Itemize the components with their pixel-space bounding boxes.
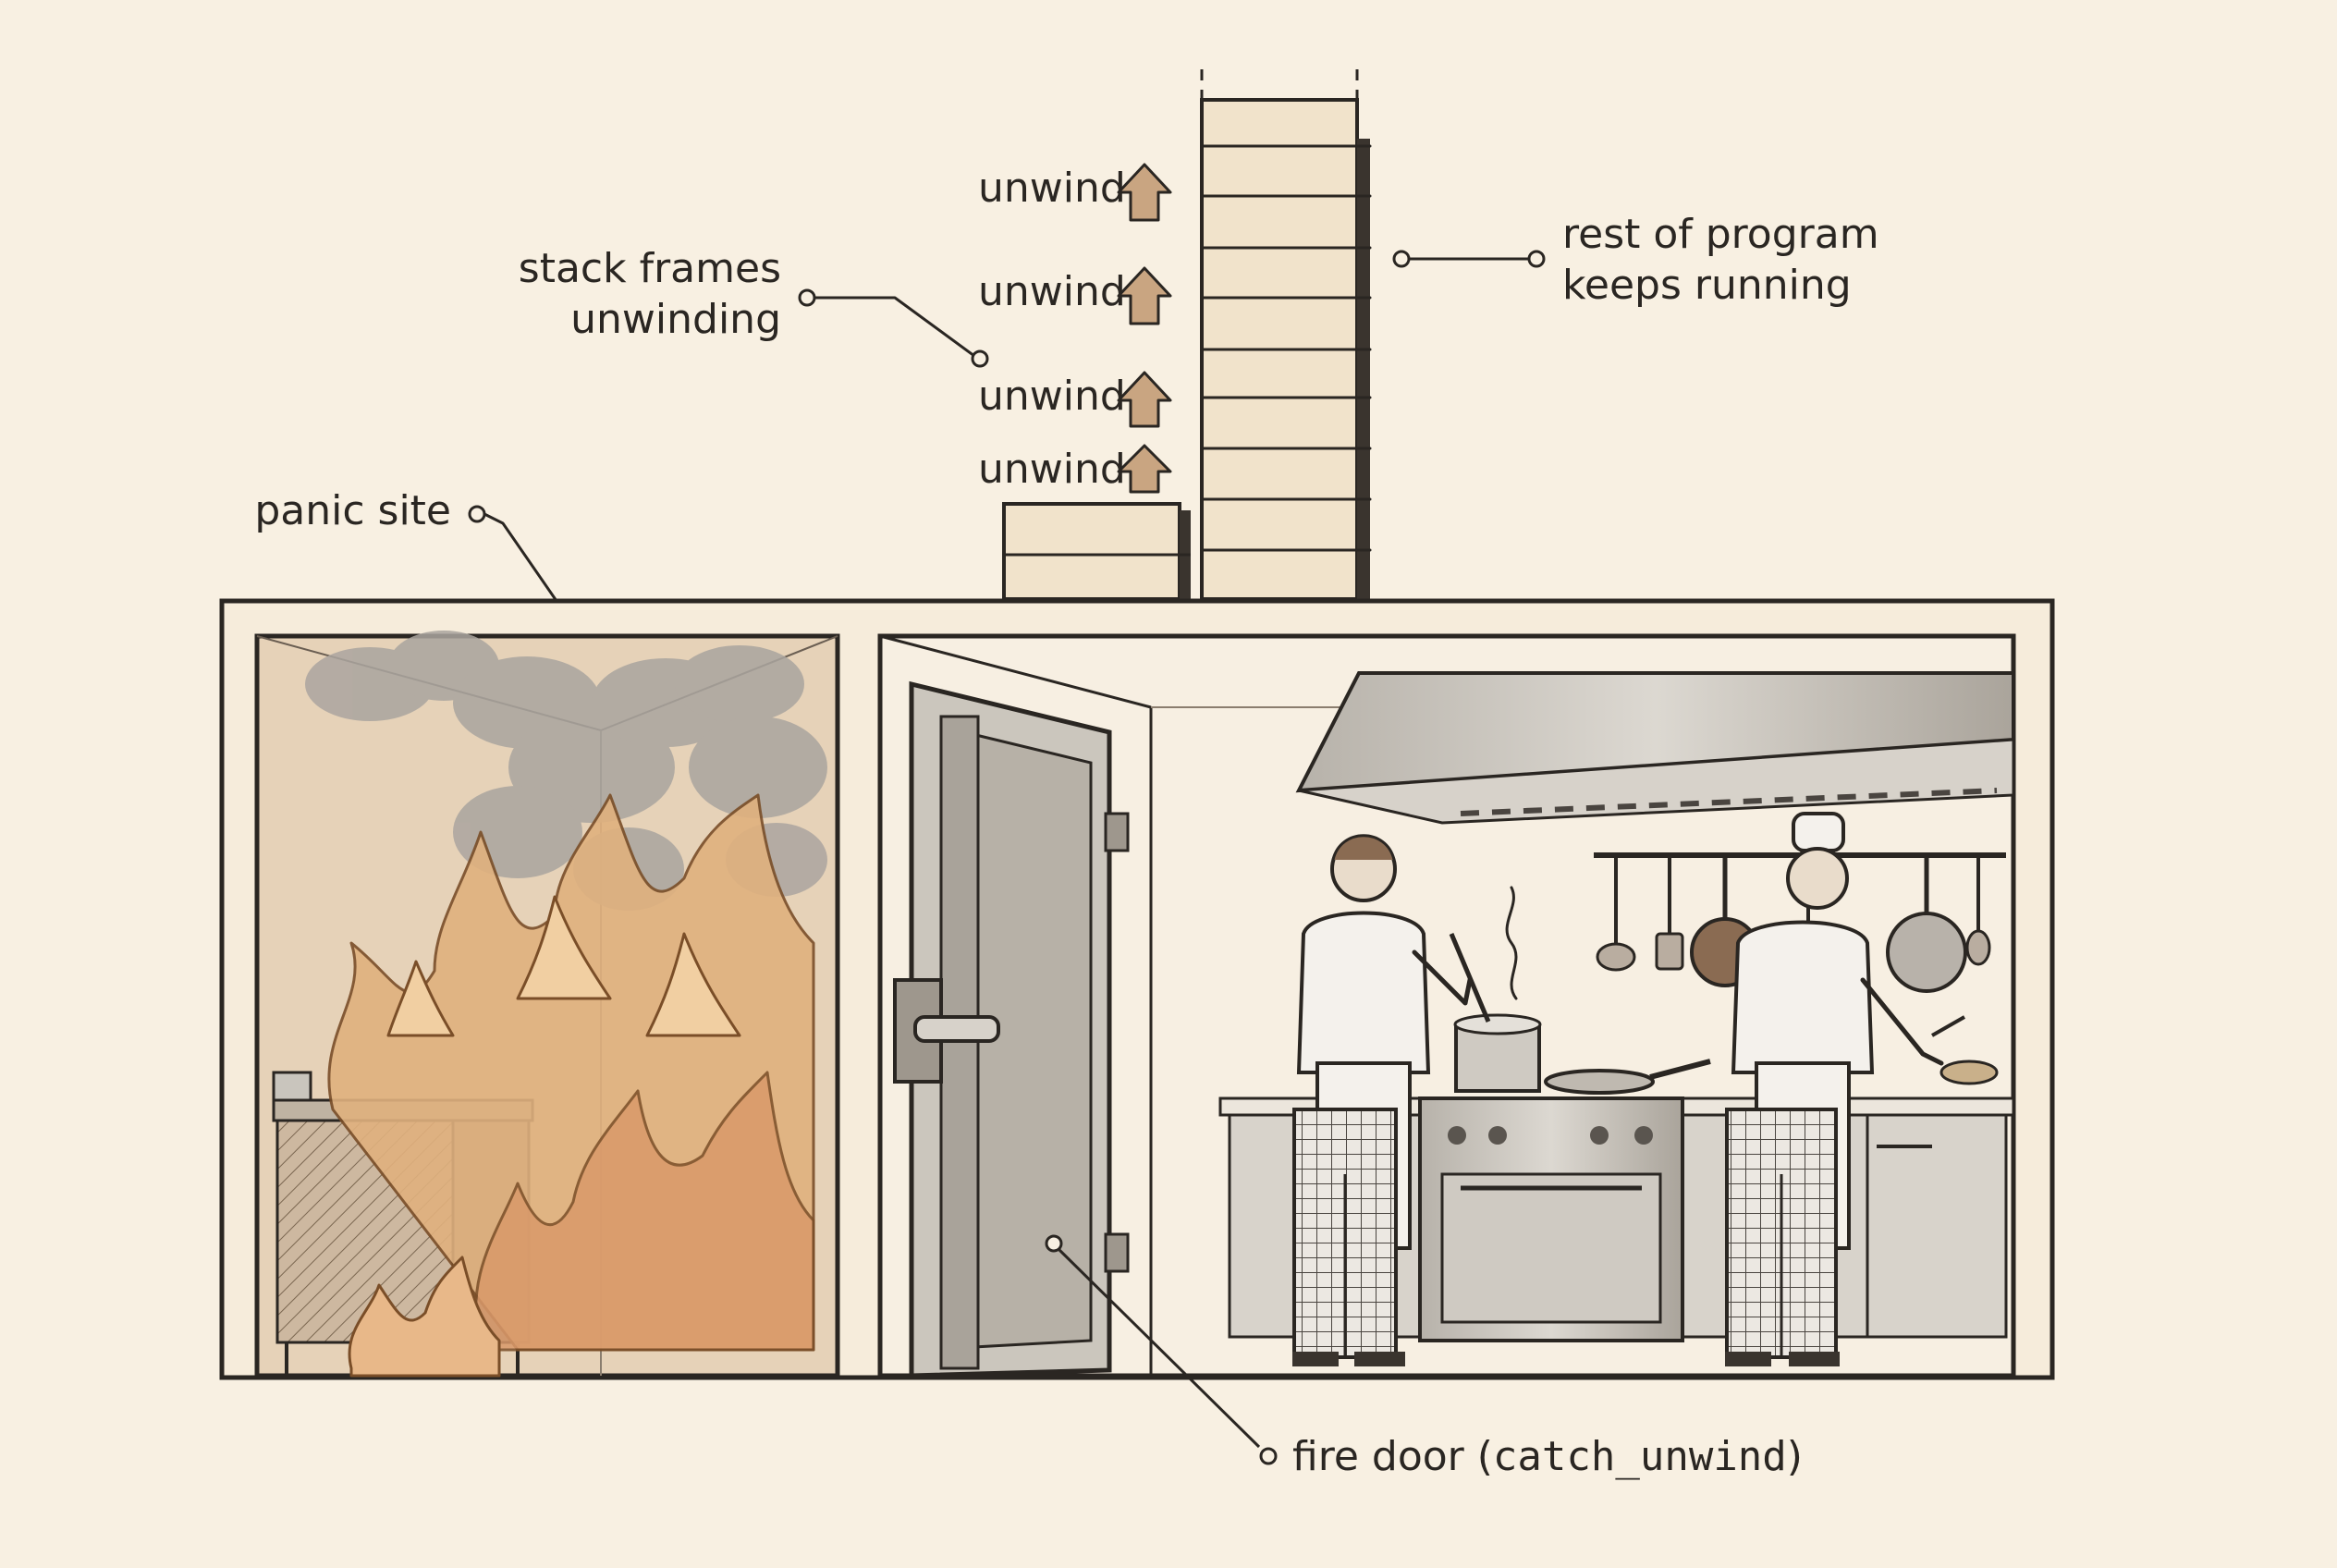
ladle-icon <box>1596 858 1636 972</box>
callout-stack-frames: stack frames unwinding <box>519 245 989 368</box>
fire-door-icon <box>893 680 1130 1378</box>
stove-icon <box>1418 1096 1684 1342</box>
chef-icon <box>1725 812 1999 1366</box>
fire-door-label-prefix: fire door ( <box>1292 1433 1493 1480</box>
fire-door-label: fire door (catch_unwind) <box>1292 1433 1803 1480</box>
unwind-label-1: unwind <box>978 165 1126 212</box>
unwind-label-4: unwind <box>978 446 1126 493</box>
callout-fire-door: fire door (catch_unwind) <box>1045 1234 1803 1480</box>
panic-room <box>254 631 840 1378</box>
up-arrow-icon <box>1117 163 1172 222</box>
stack-frames-label-line2: unwinding <box>570 296 781 343</box>
kitchen-room <box>877 633 2016 1378</box>
rest-label-line1: rest of program <box>1562 211 1879 258</box>
unwind-label-3: unwind <box>978 373 1126 420</box>
up-arrow-icon <box>1117 371 1172 428</box>
stack-frames-label-line1: stack frames <box>519 245 781 292</box>
up-arrow-icon <box>1117 266 1172 325</box>
rest-label-line2: keeps running <box>1562 262 1852 309</box>
fire-door-label-code: catch_unwind <box>1493 1433 1787 1480</box>
chef-icon <box>1292 834 1473 1366</box>
unwind-label-2: unwind <box>978 268 1126 315</box>
stack-tower <box>1200 69 1372 601</box>
panic-site-label: panic site <box>254 487 451 534</box>
fire-door-label-suffix: ) <box>1787 1433 1803 1480</box>
up-arrow-icon <box>1117 444 1172 494</box>
callout-rest-of-program: rest of program keeps running <box>1392 211 1879 309</box>
unwind-markers: unwind unwind unwind unwind <box>978 163 1172 494</box>
pot-icon <box>1449 886 1542 1093</box>
panic-frame-stack <box>1002 502 1191 601</box>
fire-icon <box>327 793 815 1378</box>
range-hood-icon <box>1295 671 2015 825</box>
pan-icon <box>1544 1059 1711 1095</box>
